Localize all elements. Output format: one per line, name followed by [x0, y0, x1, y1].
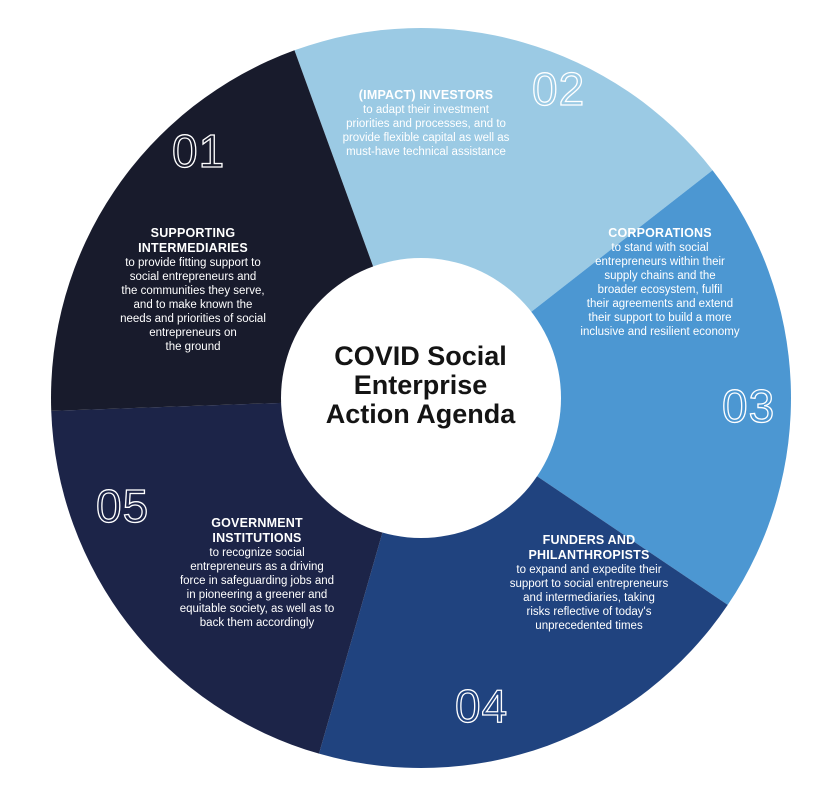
- segment-05-title: GOVERNMENT INSTITUTIONS: [211, 516, 303, 545]
- segment-05-text: GOVERNMENT INSTITUTIONS to recognize soc…: [164, 516, 350, 630]
- segment-02-title: (IMPACT) INVESTORS: [358, 88, 494, 102]
- segment-04-title: FUNDERS AND PHILANTHROPISTS: [528, 533, 650, 562]
- segment-03-body: to stand with social entrepreneurs withi…: [580, 242, 740, 338]
- center-circle: [281, 258, 561, 538]
- segment-number-04: 04: [454, 680, 509, 732]
- segment-01-title: SUPPORTING INTERMEDIARIES: [138, 226, 248, 255]
- segment-04-body: to expand and expedite their support to …: [509, 564, 669, 632]
- segment-03-text: CORPORATIONS to stand with social entrep…: [566, 226, 754, 339]
- segment-03-title: CORPORATIONS: [608, 226, 712, 240]
- segment-02-text: (IMPACT) INVESTORS to adapt their invest…: [321, 88, 531, 159]
- segment-01-text: SUPPORTING INTERMEDIARIES to provide fit…: [95, 226, 291, 354]
- segment-02-impact-investors: [421, 170, 791, 605]
- segment-05-body: to recognize social entrepreneurs as a d…: [179, 547, 335, 629]
- segment-number-03: 03: [721, 380, 776, 432]
- segment-number-02: 02: [531, 63, 586, 115]
- segment-number-05: 05: [95, 480, 150, 532]
- segment-02-body: to adapt their investment priorities and…: [342, 104, 510, 158]
- center-title: COVID Social Enterprise Action Agenda: [325, 341, 516, 429]
- segment-01-body: to provide fitting support to social ent…: [120, 257, 266, 353]
- segment-04-text: FUNDERS AND PHILANTHROPISTS to expand an…: [494, 533, 684, 633]
- segment-number-01: 01: [171, 125, 226, 177]
